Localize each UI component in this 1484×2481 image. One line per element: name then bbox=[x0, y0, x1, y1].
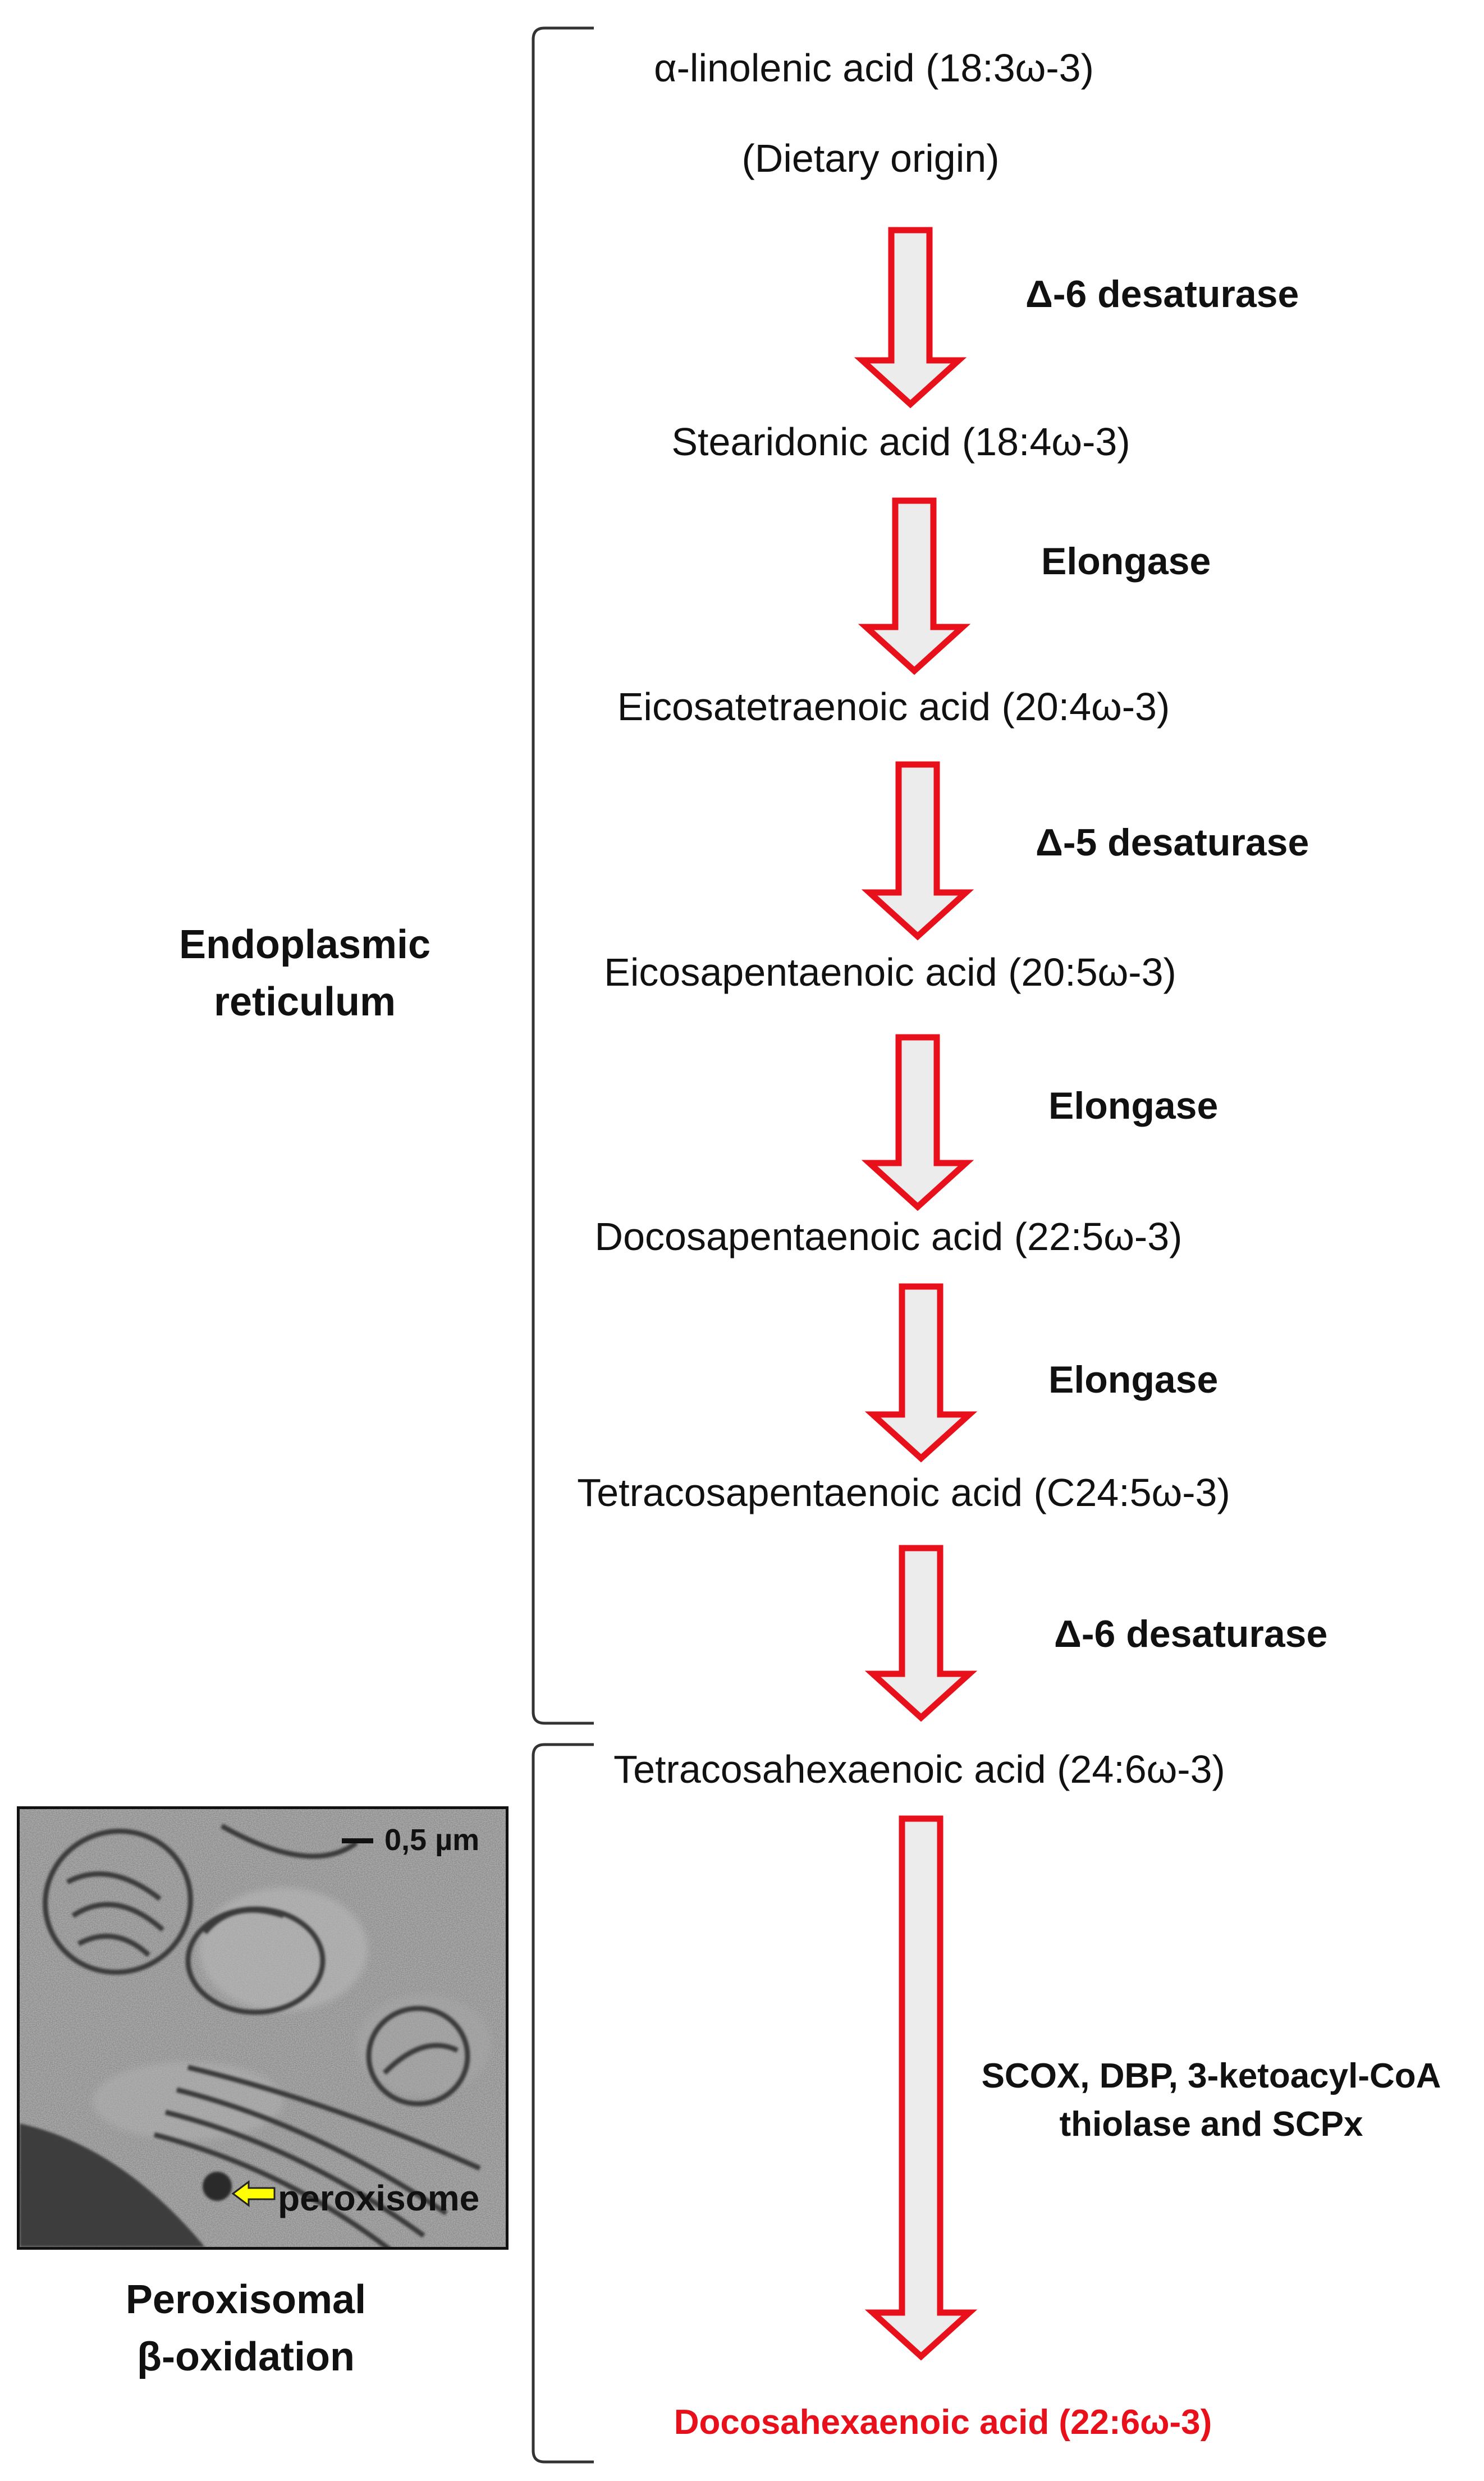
enzyme-peroxisomal-line1: SCOX, DBP, 3-ketoacyl-CoA bbox=[981, 2057, 1441, 2095]
reaction-arrow-1 bbox=[854, 227, 967, 409]
region-pero-line1: Peroxisomal bbox=[125, 2277, 367, 2322]
reaction-arrow-4 bbox=[861, 1034, 974, 1211]
enzyme-peroxisomal-line2: thiolase and SCPx bbox=[1059, 2104, 1363, 2144]
reaction-arrow-7 bbox=[864, 1815, 978, 2361]
compound-tetracosahexaenoic: Tetracosahexaenoic acid (24:6ω-3) bbox=[613, 1747, 1225, 1791]
micrograph-image bbox=[20, 1809, 506, 2247]
compound-alpha-linolenic: α-linolenic acid (18:3ω-3) bbox=[654, 46, 1094, 90]
enzyme-elongase-3: Elongase bbox=[1048, 1358, 1219, 1401]
reaction-arrow-2 bbox=[858, 497, 971, 675]
enzyme-elongase-1: Elongase bbox=[1041, 540, 1211, 583]
peroxisome-bracket bbox=[532, 1743, 594, 2464]
region-peroxisomal-beta-oxidation: Peroxisomal β-oxidation bbox=[126, 2271, 366, 2386]
compound-docosapentaenoic: Docosapentaenoic acid (22:5ω-3) bbox=[594, 1215, 1183, 1258]
compound-tetracosapentaenoic: Tetracosapentaenoic acid (C24:5ω-3) bbox=[577, 1471, 1230, 1514]
region-er-line2: reticulum bbox=[213, 979, 396, 1025]
compound-stearidonic: Stearidonic acid (18:4ω-3) bbox=[671, 420, 1130, 464]
scale-bar bbox=[342, 1838, 373, 1843]
peroxisome-label: peroxisome bbox=[278, 2178, 480, 2218]
reaction-arrows bbox=[854, 227, 978, 2361]
scale-label: 0,5 µm bbox=[384, 1823, 480, 1857]
reaction-arrow-3 bbox=[861, 761, 974, 941]
compound-eicosatetraenoic: Eicosatetraenoic acid (20:4ω-3) bbox=[617, 685, 1170, 729]
enzyme-peroxisomal-set: SCOX, DBP, 3-ketoacyl-CoA thiolase and S… bbox=[982, 2052, 1441, 2148]
reaction-arrow-6 bbox=[864, 1545, 978, 1722]
peroxisome-pointer-arrow-icon bbox=[232, 2180, 276, 2207]
region-er-line1: Endoplasmic bbox=[178, 922, 431, 967]
enzyme-delta5-desaturase: Δ-5 desaturase bbox=[1036, 821, 1309, 864]
enzyme-delta6-desaturase-2: Δ-6 desaturase bbox=[1054, 1613, 1328, 1655]
compound-dietary-origin-note: (Dietary origin) bbox=[741, 136, 1000, 180]
reaction-arrow-5 bbox=[864, 1283, 978, 1463]
region-endoplasmic-reticulum: Endoplasmic reticulum bbox=[179, 916, 430, 1031]
er-bracket bbox=[532, 26, 594, 1725]
compound-eicosapentaenoic: Eicosapentaenoic acid (20:5ω-3) bbox=[604, 950, 1176, 994]
electron-micrograph: 0,5 µm peroxisome bbox=[17, 1806, 509, 2250]
enzyme-delta6-desaturase-1: Δ-6 desaturase bbox=[1025, 273, 1299, 315]
enzyme-elongase-2: Elongase bbox=[1048, 1084, 1219, 1127]
compound-docosahexaenoic: Docosahexaenoic acid (22:6ω-3) bbox=[674, 2403, 1212, 2442]
region-pero-line2: β-oxidation bbox=[137, 2334, 355, 2380]
